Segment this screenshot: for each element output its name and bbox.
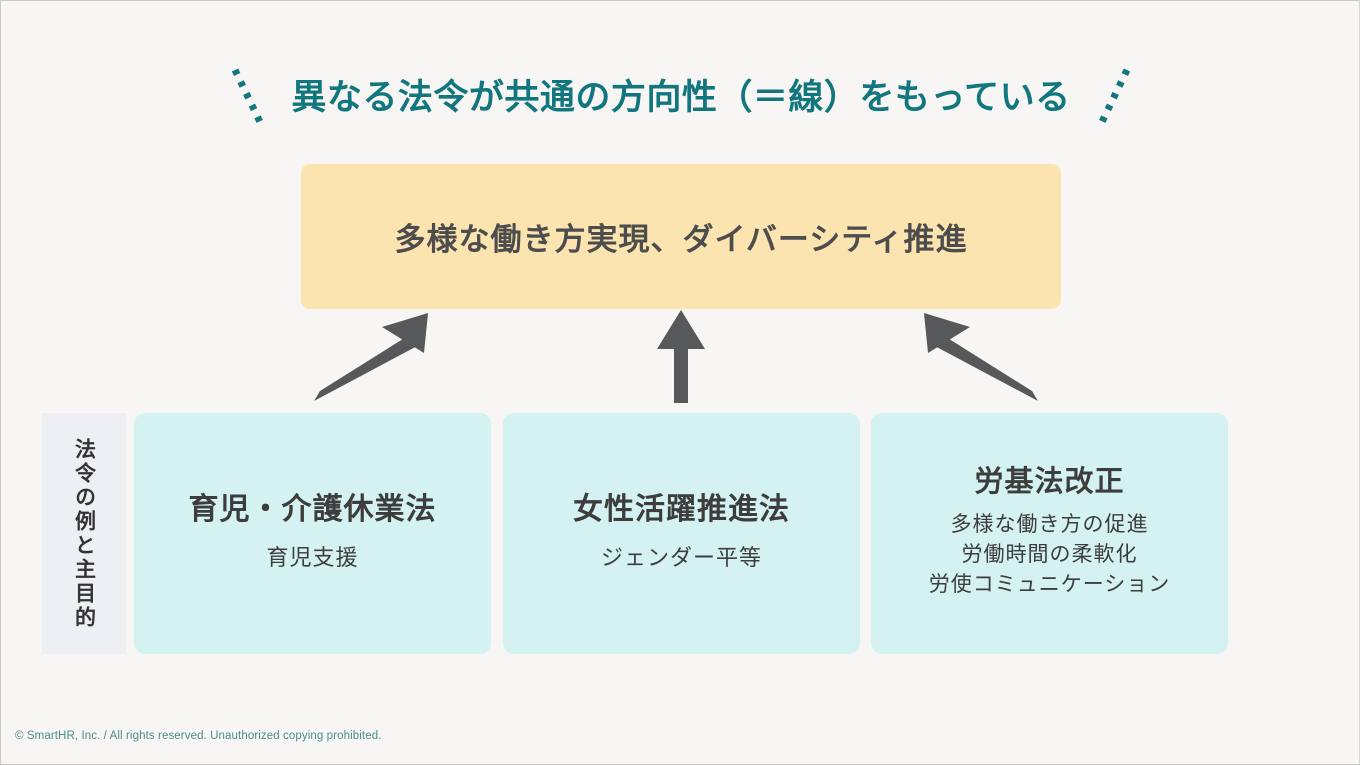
law-card-subtitle: 育児支援 — [266, 544, 359, 570]
arrow-up-left-icon — [924, 313, 1038, 401]
law-card-women-advancement[interactable]: 女性活躍推進法 ジェンダー平等 — [503, 413, 860, 654]
law-card-subtitles: 多様な働き方の促進 労働時間の柔軟化 労使コミュニケーション — [929, 510, 1171, 601]
law-card-subtitle: 労働時間の柔軟化 — [961, 542, 1138, 566]
goal-box-label: 多様な働き方実現、ダイバーシティ推進 — [394, 222, 968, 257]
law-card-title: 労基法改正 — [974, 466, 1125, 499]
law-card-labor-standards[interactable]: 労基法改正 多様な働き方の促進 労働時間の柔軟化 労使コミュニケーション — [871, 413, 1228, 654]
law-card-childcare[interactable]: 育児・介護休業法 育児支援 — [134, 413, 491, 654]
page-title: 異なる法令が共通の方向性（＝線）をもっている — [291, 77, 1071, 117]
law-card-subtitles: 育児支援 — [266, 542, 358, 574]
row-label: 法令の例と主目的 — [42, 413, 126, 654]
goal-box: 多様な働き方実現、ダイバーシティ推進 — [301, 164, 1061, 309]
row-label-text: 法令の例と主目的 — [72, 437, 96, 630]
arrow-up-icon — [657, 310, 705, 403]
dotted-diagonal-left-icon — [232, 68, 265, 126]
law-card-subtitle: 労使コミュニケーション — [928, 573, 1171, 597]
arrow-up-right-icon — [314, 313, 428, 401]
law-card-subtitle: 多様な働き方の促進 — [950, 512, 1149, 536]
law-card-title: 女性活躍推進法 — [573, 493, 790, 527]
copyright-footer: © SmartHR, Inc. / All rights reserved. U… — [15, 730, 382, 742]
law-card-subtitles: ジェンダー平等 — [601, 542, 762, 574]
law-card-subtitle: ジェンダー平等 — [600, 544, 762, 570]
title-row: 異なる法令が共通の方向性（＝線）をもっている — [1, 59, 1360, 135]
law-card-title: 育児・介護休業法 — [188, 493, 437, 527]
dotted-diagonal-right-icon — [1097, 68, 1130, 126]
